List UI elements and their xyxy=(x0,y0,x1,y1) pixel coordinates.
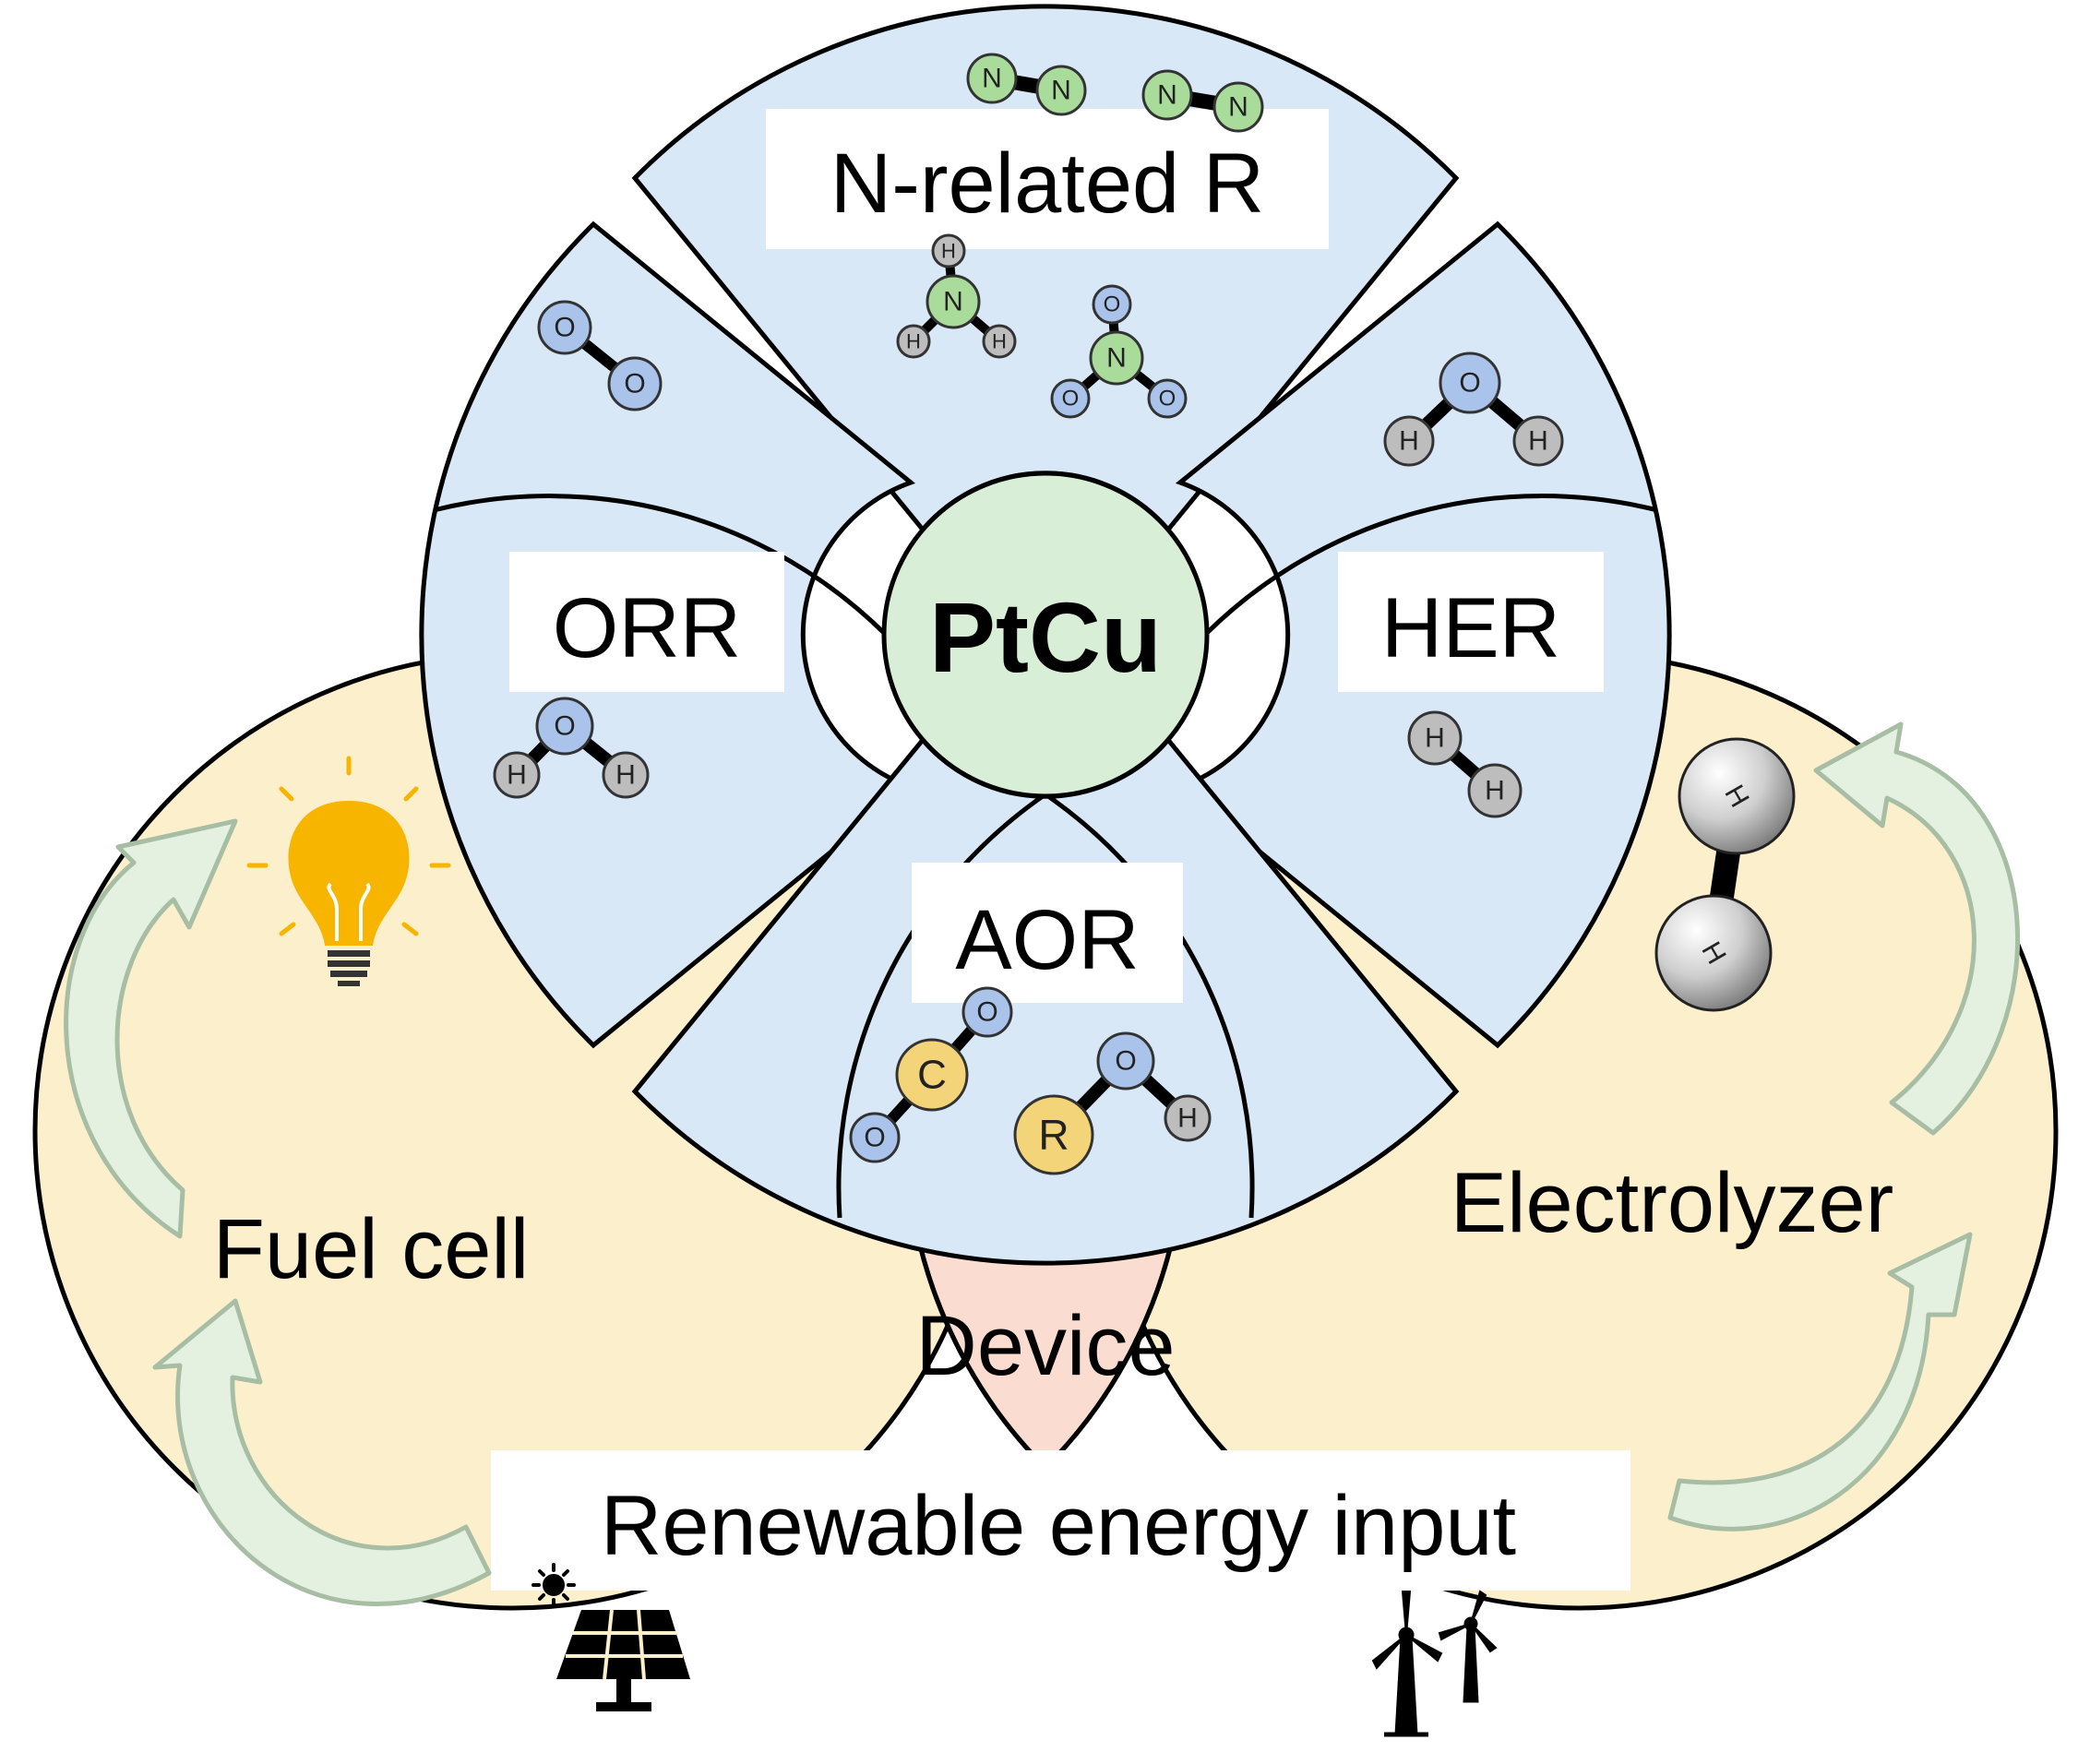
her-label: HER xyxy=(1381,581,1560,675)
svg-text:N: N xyxy=(982,64,1002,94)
svg-text:N: N xyxy=(1051,76,1071,106)
solar-panel-icon xyxy=(556,1609,690,1711)
svg-text:O: O xyxy=(554,711,575,742)
n-related-box xyxy=(766,109,1329,249)
h2-large-molecule: H H xyxy=(1654,737,1796,1012)
svg-text:H: H xyxy=(906,330,921,353)
arrow-renewable-to-fuelcell xyxy=(152,1298,492,1606)
ptcu-label: PtCu xyxy=(929,581,1162,693)
electrolyzer-label: Electrolyzer xyxy=(1451,1156,1894,1250)
n2-molecule-1: N N xyxy=(966,53,1087,116)
orr-box xyxy=(509,552,784,692)
svg-text:O: O xyxy=(1115,1046,1136,1077)
sun-icon xyxy=(531,1563,576,1607)
svg-text:H: H xyxy=(1177,1103,1198,1134)
svg-text:H: H xyxy=(615,760,636,791)
svg-text:O: O xyxy=(1104,292,1121,317)
o2-molecule: O O xyxy=(537,300,663,411)
fuel-cell-label: Fuel cell xyxy=(213,1202,530,1296)
wind-turbine-icon xyxy=(1371,1590,1498,1737)
svg-text:O: O xyxy=(624,369,645,399)
svg-text:H: H xyxy=(941,240,956,263)
orr-label: ORR xyxy=(553,581,741,675)
svg-text:N: N xyxy=(1106,343,1127,374)
no3-molecule: O O O N xyxy=(1050,284,1188,419)
svg-text:H: H xyxy=(1485,776,1505,806)
her-box xyxy=(1338,552,1604,692)
n2-molecule-2: N N xyxy=(1141,69,1264,133)
nh3-molecule: H H H N xyxy=(896,233,1017,359)
renewable-label: Renewable energy input xyxy=(601,1479,1516,1573)
arrow-fuelcell-to-bulb xyxy=(64,818,238,1239)
svg-text:H: H xyxy=(1399,426,1419,457)
svg-text:H: H xyxy=(507,760,527,791)
device-label: Device xyxy=(915,1299,1175,1393)
molecules-layer: N N N N H H H N O O O N xyxy=(493,53,1564,1175)
ptcu-circle xyxy=(881,471,1210,799)
svg-text:O: O xyxy=(554,313,575,343)
svg-text:O: O xyxy=(1459,368,1480,399)
svg-text:R: R xyxy=(1038,1111,1069,1159)
svg-text:O: O xyxy=(976,997,997,1028)
svg-text:C: C xyxy=(917,1053,947,1098)
svg-text:H: H xyxy=(1425,723,1445,754)
labels-layer: N-related R ORR HER AOR Fuel cell Electr… xyxy=(213,109,1894,1591)
h2-molecule-her: H H xyxy=(1407,710,1523,818)
alcohol-molecule: O H R xyxy=(1013,1031,1212,1175)
svg-text:N: N xyxy=(1228,92,1248,123)
aor-label: AOR xyxy=(955,893,1139,987)
co2-molecule: O O C xyxy=(849,986,1013,1163)
arrows-layer xyxy=(64,721,2021,1606)
svg-text:H: H xyxy=(992,330,1007,353)
svg-text:H: H xyxy=(1528,426,1548,457)
arrow-renewable-to-electrolyzer xyxy=(1667,1232,1973,1532)
n-related-label: N-related R xyxy=(830,137,1264,231)
center-node: PtCu xyxy=(881,471,1210,799)
svg-text:N: N xyxy=(943,287,963,317)
svg-text:N: N xyxy=(1157,80,1177,111)
svg-text:O: O xyxy=(864,1123,885,1153)
svg-text:O: O xyxy=(1159,387,1176,411)
arrow-electrolyzer-to-h2 xyxy=(1813,721,2021,1136)
light-bulb-icon xyxy=(246,756,451,986)
renewable-box xyxy=(491,1450,1630,1591)
water-molecule-her: O H H xyxy=(1383,352,1564,467)
aor-box xyxy=(912,863,1183,1003)
water-molecule-orr: O H H xyxy=(493,697,650,799)
svg-text:O: O xyxy=(1062,387,1080,411)
